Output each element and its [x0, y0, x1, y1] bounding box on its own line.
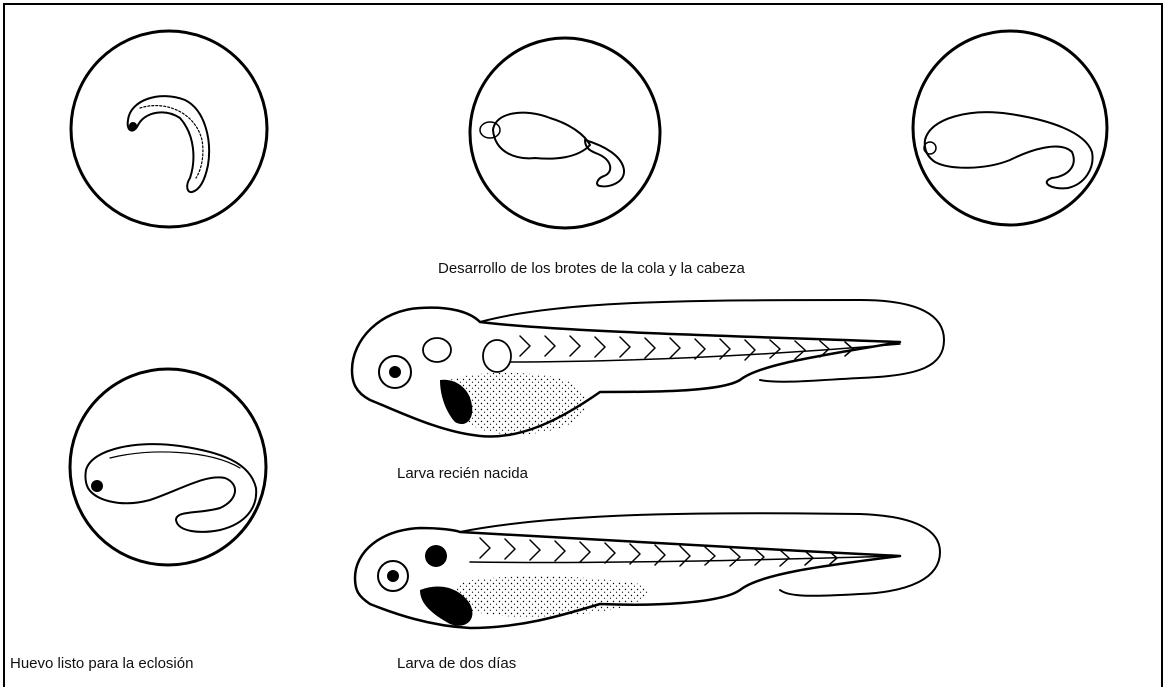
yolk-sac: [457, 576, 648, 617]
egg-membrane: [913, 31, 1107, 225]
larva-two-days: [355, 513, 940, 628]
eye-pupil: [389, 366, 401, 378]
egg-membrane: [71, 31, 267, 227]
larva-body-outline: [352, 308, 900, 437]
egg-stage-3: [913, 31, 1107, 225]
head-bud: [480, 122, 500, 138]
caption-egg-ready: Huevo listo para la eclosión: [10, 655, 193, 673]
pectoral-bud: [483, 340, 511, 372]
embryo-eye: [129, 122, 137, 130]
caption-two-day: Larva de dos días: [397, 655, 516, 673]
egg-stage-1: [71, 31, 267, 227]
egg-membrane: [70, 369, 266, 565]
larva-eye: [91, 480, 103, 492]
egg-stage-2: [470, 38, 660, 228]
eye-pupil: [387, 570, 399, 582]
caption-newly-hatched: Larva recién nacida: [397, 465, 528, 483]
embryo-body: [925, 112, 1093, 188]
otic-vesicle: [423, 338, 451, 362]
otic-vesicle: [425, 545, 447, 567]
yolk-sac: [493, 113, 590, 159]
egg-ready-to-hatch: [70, 369, 266, 565]
caption-head-tail-buds: Desarrollo de los brotes de la cola y la…: [438, 260, 745, 278]
tail-bud: [585, 140, 624, 186]
larva-newly-hatched: [352, 300, 944, 437]
